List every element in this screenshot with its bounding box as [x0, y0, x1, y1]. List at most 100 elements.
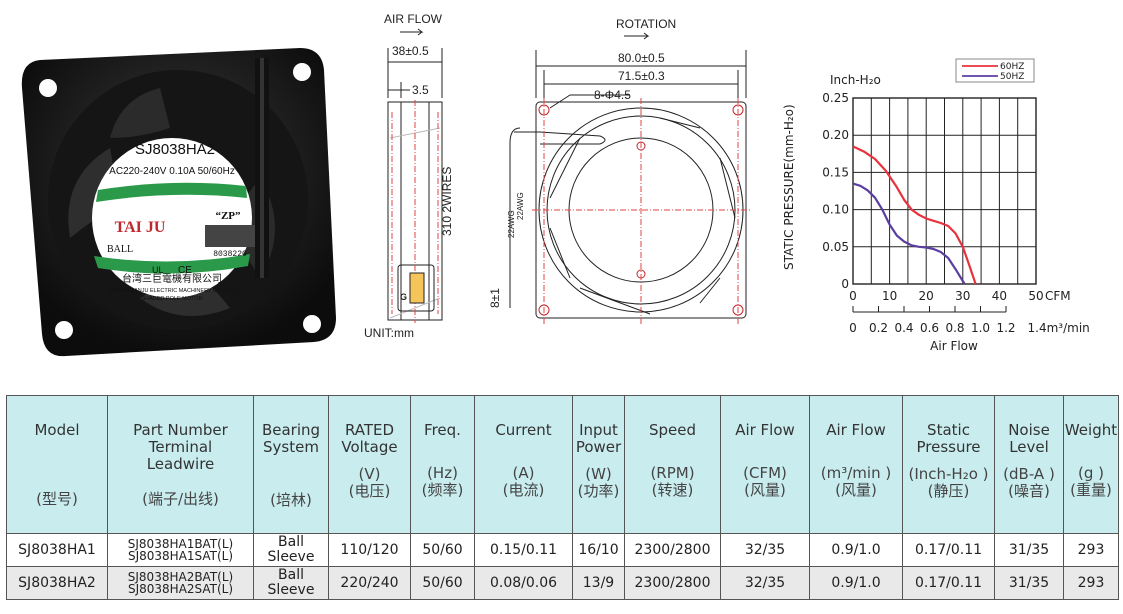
cell-speed: 2300/2800: [634, 575, 711, 591]
x2-tick-label: 0.4: [894, 321, 913, 335]
table-row: SJ8038HA2 SJ8038HA2BAT(L)SJ8038HA2SAT(L) B…: [6, 566, 1119, 600]
column-header: Freq.(Hz)(频率): [410, 395, 475, 534]
fin-dimension: 3.5: [412, 83, 429, 97]
cell-pressure: 0.17/0.11: [914, 542, 983, 558]
cell-current: 0.08/0.06: [489, 575, 558, 591]
x-tick-label: 10: [882, 289, 897, 303]
table-cell: 50/60: [410, 533, 475, 567]
table-cell: SJ8038HA2BAT(L)SJ8038HA2SAT(L): [107, 566, 254, 600]
pq-chart: Inch-H₂o STATIC PRESSURE(mm-H₂o) 00.050.…: [782, 58, 1090, 353]
table-cell: 2300/2800: [624, 533, 721, 567]
depth-dimension: 38±0.5: [392, 44, 429, 58]
chart-y-unit: Inch-H₂o: [830, 73, 881, 87]
column-header-unit: (Hz)(频率): [421, 464, 464, 499]
table-cell: 31/35: [994, 533, 1064, 567]
table-cell: 13/9: [572, 566, 625, 600]
series-line-60hz: [852, 145, 977, 285]
legend-label: 50HZ: [1000, 72, 1024, 82]
table-cell: SJ8038HA1BAT(L)SJ8038HA1SAT(L): [107, 533, 254, 567]
label-company-cn: 台湾三巨電機有限公司: [122, 272, 222, 285]
table-cell: 2300/2800: [624, 566, 721, 600]
x-tick-label: 50: [1028, 289, 1043, 303]
unit-label: UNIT:mm: [364, 326, 414, 340]
y-tick-label: 0.20: [822, 128, 849, 142]
x-tick-label: 20: [919, 289, 934, 303]
cell-voltage: 110/120: [340, 542, 399, 558]
cell-m3: 0.9/1.0: [831, 575, 881, 591]
column-header-unit: (V)(电压): [348, 465, 391, 500]
cell-part-number: SJ8038HA1SAT(L): [127, 549, 234, 563]
x-tick-label: 30: [955, 289, 970, 303]
wire-gauge-a: 22AWG: [507, 210, 516, 238]
x-tick-label: 0: [849, 289, 857, 303]
column-header: Air Flow (CFM)(风量): [720, 395, 810, 534]
column-header: Air Flow(m³/min )(风量): [809, 395, 903, 534]
wire-length-dimension: 310 2WIRES: [440, 166, 454, 236]
column-header-unit: (A)(电流): [502, 464, 545, 499]
table-cell: 50/60: [410, 566, 475, 600]
y-tick-label: 0: [841, 277, 849, 291]
label-rating: AC220-240V 0.10A 50/60Hz: [109, 166, 235, 177]
label-motor: SHADED POLE MOTOR: [141, 296, 202, 302]
cell-cfm: 32/35: [744, 575, 786, 591]
cell-weight: 293: [1077, 542, 1105, 558]
column-header-unit: (Inch-H₂o )(静压): [908, 465, 989, 500]
column-header: Weight(g )(重量): [1063, 395, 1119, 534]
table-cell: 0.17/0.11: [902, 566, 995, 600]
column-header-unit: (培林): [270, 491, 312, 509]
label-zp: “ZP”: [215, 210, 240, 222]
cell-noise: 31/35: [1008, 575, 1050, 591]
ce-mark: CE: [178, 265, 192, 276]
column-header-unit: (g )(重量): [1070, 464, 1112, 499]
cell-bearing: Ball: [278, 567, 304, 583]
label-ball: BALL: [107, 244, 133, 255]
column-header-name: Air Flow: [735, 421, 795, 439]
column-header-unit: (RPM)(转速): [650, 464, 695, 499]
column-header-unit: (CFM)(风量): [743, 464, 787, 499]
rotation-label: ROTATION: [616, 17, 677, 31]
table-cell: 16/10: [572, 533, 625, 567]
legend-label: 60HZ: [1000, 62, 1024, 72]
cell-voltage: 220/240: [340, 575, 399, 591]
holes-dimension: 8-Φ4.5: [594, 88, 631, 102]
x2-tick-label: 1.0: [971, 321, 990, 335]
cell-weight: 293: [1077, 575, 1105, 591]
label-company-en: TAIWAN SANJU ELECTRIC MACHINERY CO.,LTD.: [108, 288, 236, 294]
cell-freq: 50/60: [422, 542, 463, 558]
hole-pitch-dimension: 71.5±0.3: [618, 69, 665, 83]
column-header-name: Air Flow: [826, 421, 886, 439]
legend-box: [955, 58, 1035, 83]
label-brand: TAI JU: [115, 219, 166, 236]
plot-frame: [852, 97, 1037, 285]
barcode: [205, 225, 255, 247]
table-cell: 0.08/0.06: [474, 566, 573, 600]
series-line-50hz: [852, 182, 966, 285]
cell-part-number: SJ8038HA1BAT(L): [127, 537, 234, 551]
column-header-unit: (dB-A )(噪音): [1003, 465, 1055, 500]
table-cell: SJ8038HA1: [6, 533, 108, 567]
x2-tick-label: 0.8: [945, 321, 964, 335]
table-cell: 31/35: [994, 566, 1064, 600]
fan-photo: SJ8038HA2 AC220-240V 0.10A 50/60Hz TAI J…: [21, 48, 337, 357]
x2-tick-label: 1.4m³/min: [1028, 321, 1090, 335]
column-header: Model(型号): [6, 395, 108, 534]
wire-gauge-b: 22AWG: [516, 192, 525, 220]
cell-model: SJ8038HA2: [18, 575, 96, 591]
cell-speed: 2300/2800: [634, 542, 711, 558]
air-flow-label: AIR FLOW: [384, 12, 443, 26]
cell-power: 13/9: [582, 575, 615, 591]
cell-bearing: Ball: [278, 534, 304, 550]
y-tick-label: 0.15: [822, 165, 849, 179]
x2-tick-label: 1.2: [996, 321, 1015, 335]
